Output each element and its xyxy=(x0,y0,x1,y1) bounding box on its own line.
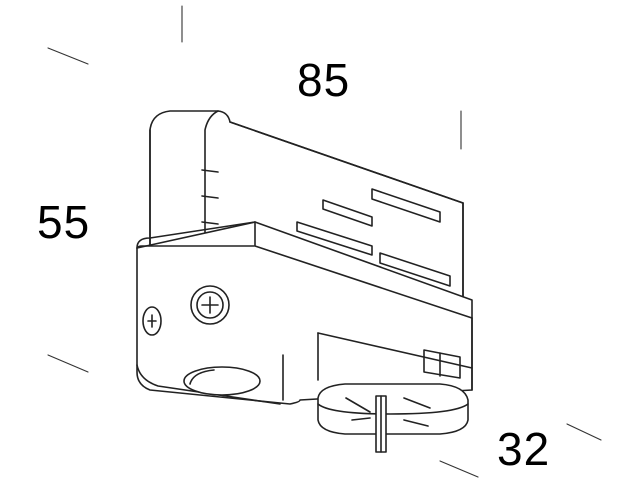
adapter-clamp-block xyxy=(136,221,473,405)
length-dimension-label: 85 xyxy=(297,54,351,106)
depth-dimension-label: 32 xyxy=(497,423,551,475)
dimension-guides xyxy=(47,5,602,478)
adapter-contact-disc xyxy=(317,383,469,453)
height-dimension-label: 55 xyxy=(37,196,91,248)
